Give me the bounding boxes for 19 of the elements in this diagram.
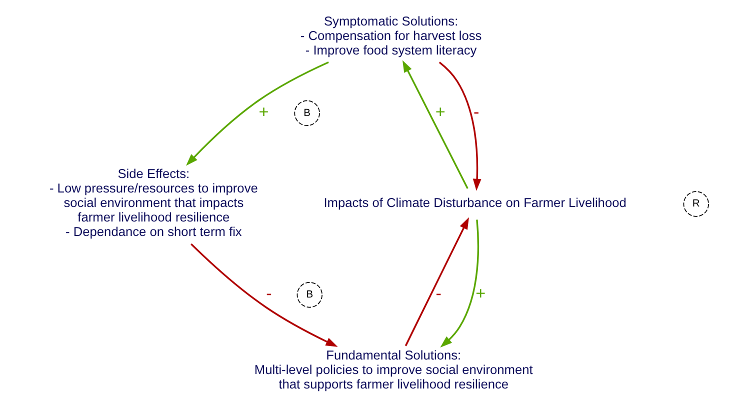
node-text: Symptomatic Solutions: - Compensation for harvest loss - Improve food system literacy	[300, 13, 482, 58]
arrow	[438, 62, 481, 191]
arrow	[404, 217, 468, 346]
arrow	[186, 61, 328, 166]
edge-label: -	[472, 101, 479, 122]
label: B	[306, 289, 313, 300]
arrow	[440, 220, 479, 348]
arrow	[190, 243, 338, 347]
edge-label: -	[266, 283, 272, 304]
label: R	[692, 198, 700, 210]
arrow	[402, 60, 468, 189]
edge-label: +	[258, 101, 268, 122]
label: B	[303, 108, 310, 119]
node-text: Impacts of Climate Disturbance on Farmer Livelihood	[323, 195, 626, 210]
edge-label: +	[434, 101, 445, 122]
node-text: Side Effects: - Low pressure/resources to improve social environment that impacts farmer livelihood resilience - Dependance on short term fix	[48, 166, 258, 240]
edge-label: +	[475, 283, 486, 304]
edge-label: -	[435, 283, 441, 304]
node-text: Fundamental Solutions: Multi-level policies to improve social environment that supports farmer livelihood resilience	[254, 348, 532, 392]
